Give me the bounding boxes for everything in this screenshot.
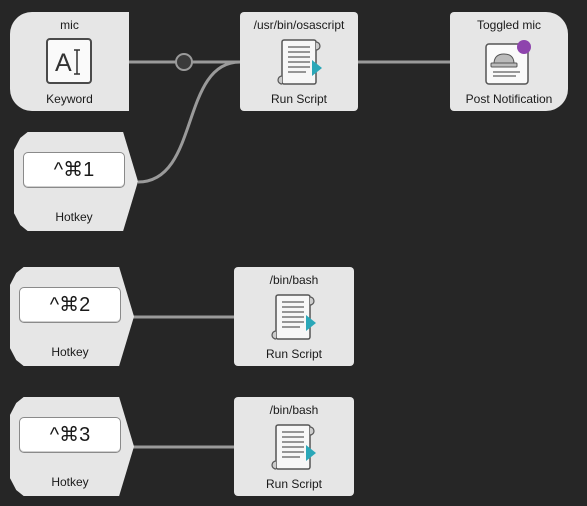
node-title: Hotkey: [55, 210, 93, 224]
wire-junction-dot[interactable]: [175, 53, 193, 71]
post-notification-node[interactable]: Toggled mic Post Notification: [450, 12, 568, 111]
notification-icon: [484, 38, 534, 88]
node-title: Post Notification: [465, 92, 553, 106]
hotkey-keycap: ^⌘1: [23, 152, 125, 188]
keyword-node[interactable]: mic A Keyword: [10, 12, 129, 111]
node-title: Run Script: [270, 92, 328, 106]
script-icon: [270, 421, 320, 473]
node-subtitle: /bin/bash: [269, 273, 319, 287]
hotkey-keycap: ^⌘2: [19, 287, 121, 323]
node-title: Run Script: [265, 477, 323, 491]
hotkey-keycap: ^⌘3: [19, 417, 121, 453]
hotkey-node-2[interactable]: ^⌘2 Hotkey: [10, 267, 134, 366]
node-title: Run Script: [265, 347, 323, 361]
node-title: Hotkey: [51, 345, 89, 359]
node-subtitle: mic: [60, 18, 79, 32]
node-title: Hotkey: [51, 475, 89, 489]
script-icon: [270, 291, 320, 343]
node-subtitle: /bin/bash: [269, 403, 319, 417]
run-script-osascript-node[interactable]: /usr/bin/osascript Run Script: [240, 12, 358, 111]
script-icon: [276, 36, 326, 88]
keyword-icon: A: [46, 38, 92, 84]
node-subtitle: Toggled mic: [476, 18, 542, 32]
wire-hotkey1-to-script[interactable]: [137, 60, 241, 184]
node-subtitle: /usr/bin/osascript: [253, 18, 345, 32]
run-script-bash-node-1[interactable]: /bin/bash Run Script: [234, 267, 354, 366]
hotkey-node-3[interactable]: ^⌘3 Hotkey: [10, 397, 134, 496]
run-script-bash-node-2[interactable]: /bin/bash Run Script: [234, 397, 354, 496]
keyword-glyph: A: [55, 49, 72, 77]
node-title: Keyword: [46, 92, 93, 106]
hotkey-node-1[interactable]: ^⌘1 Hotkey: [14, 132, 138, 231]
